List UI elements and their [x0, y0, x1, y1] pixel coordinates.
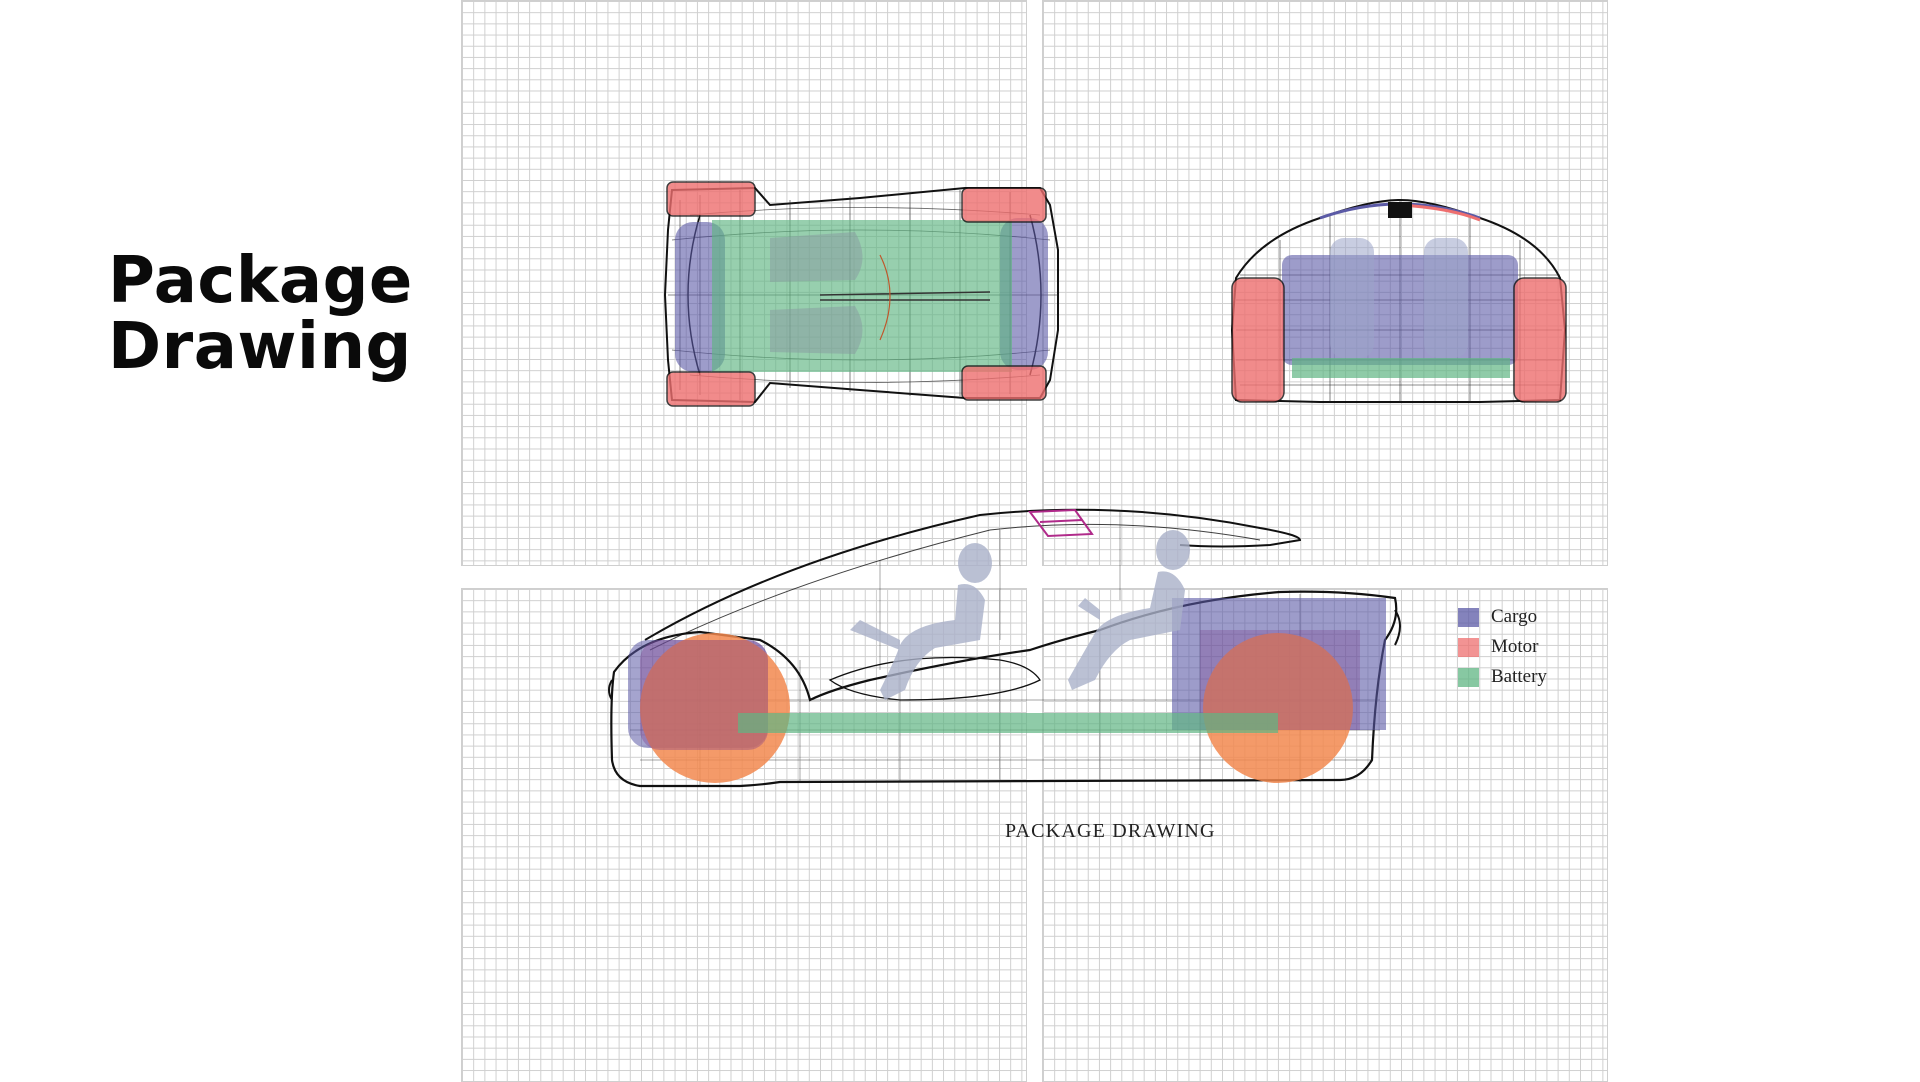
side-view — [608, 508, 1401, 788]
front-view-cargo — [1282, 255, 1518, 365]
legend-swatch-battery — [1458, 667, 1479, 687]
top-view-seat-left — [770, 232, 863, 282]
side-view-occupant-rear — [850, 543, 992, 700]
side-view-wheel-rear — [640, 633, 790, 783]
side-view-canopy — [644, 508, 1302, 641]
side-view-roof-hatch — [1028, 508, 1094, 538]
front-view-seat-right — [1424, 238, 1468, 358]
front-view-seat-left — [1330, 238, 1374, 358]
page-title: Package Drawing — [108, 248, 448, 380]
title-line-1: Package — [108, 244, 413, 318]
drawing-caption: PACKAGE DRAWING — [1005, 820, 1216, 842]
top-view-seat-right — [770, 306, 863, 354]
top-view-battery — [712, 220, 1012, 372]
top-view-wheel-front-left — [961, 187, 1047, 223]
front-view-battery — [1292, 358, 1510, 378]
front-view-wheel-right — [1513, 277, 1567, 403]
top-view-wheel-rear-right — [666, 371, 756, 407]
side-view-battery — [738, 713, 1278, 733]
title-line-2: Drawing — [108, 310, 412, 384]
legend-item-cargo: Cargo — [1458, 602, 1547, 632]
legend-item-motor: Motor — [1458, 632, 1547, 662]
legend-item-battery: Battery — [1458, 662, 1547, 692]
side-view-occupant-front — [1068, 530, 1190, 690]
legend-label-motor: Motor — [1491, 636, 1539, 657]
front-view — [1230, 198, 1567, 403]
front-view-wheel-left — [1231, 277, 1285, 403]
top-view-wheel-rear-left — [666, 181, 756, 217]
legend-label-battery: Battery — [1491, 666, 1547, 687]
front-view-body-outline — [1230, 198, 1567, 403]
top-view — [663, 181, 1059, 407]
legend-swatch-cargo — [1458, 607, 1479, 627]
legend-swatch-motor — [1458, 637, 1479, 657]
legend-label-cargo: Cargo — [1491, 606, 1538, 627]
legend: Cargo Motor Battery — [1458, 602, 1547, 692]
top-view-wheel-front-right — [961, 365, 1047, 401]
side-view-wheel-front — [1203, 633, 1353, 783]
side-view-motor-rear — [640, 640, 768, 750]
